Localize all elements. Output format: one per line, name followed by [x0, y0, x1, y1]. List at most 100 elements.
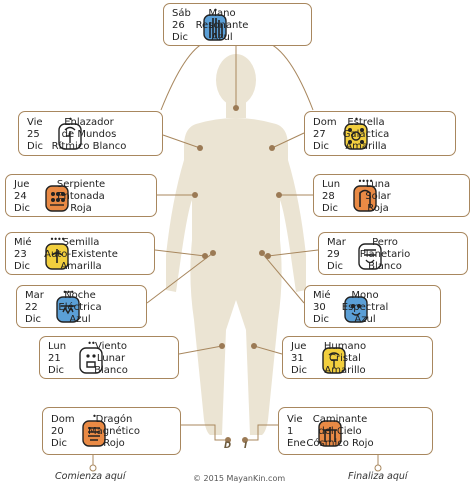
card-name-line: Cristal: [329, 352, 361, 364]
tone-dots: •: [92, 412, 97, 421]
skywalker-glyph-icon: [317, 418, 343, 448]
card-name-line: Espectral: [341, 301, 389, 313]
card-name-line: Magnético: [88, 426, 140, 437]
joint-dot: [265, 253, 271, 259]
card-name-line: Azul: [211, 31, 233, 43]
card-name-line: Amarillo: [324, 364, 366, 376]
card-date-line: Dic: [14, 202, 30, 214]
card-date-line: Dic: [291, 364, 307, 376]
joint-dot: [197, 145, 203, 151]
joint-dot: [225, 437, 231, 443]
card-name-line: Luna: [365, 178, 391, 190]
card-name-line: de Mundos: [61, 128, 117, 140]
card-name-line: Entonada: [57, 190, 105, 202]
card-date-line: 24: [14, 190, 27, 202]
card-name-line: Eléctrica: [58, 301, 102, 313]
moon-glyph-icon: [352, 183, 378, 213]
joint-dot: [202, 253, 208, 259]
card-date-line: Dic: [48, 364, 64, 376]
joint-dot: [192, 192, 198, 198]
card-date-line: Mar: [327, 236, 346, 248]
card-date-line: Ene: [287, 438, 306, 449]
end-label: Finaliza aquí: [348, 471, 408, 482]
card-date-line: Vie: [287, 414, 303, 425]
card-name-line: Semilla: [62, 236, 100, 248]
joint-dot: [259, 250, 265, 256]
tone-dots: ••••: [49, 234, 66, 244]
monkey-glyph-icon: [343, 294, 369, 324]
end-marker: [374, 464, 382, 472]
card-date-line: Dic: [25, 313, 41, 325]
card-name-line: Estrella: [347, 116, 385, 128]
card-name-line: Mano: [208, 7, 236, 19]
card-date-line: 22: [25, 301, 38, 313]
joint-dot: [210, 250, 216, 256]
dog-glyph-icon: [357, 241, 383, 271]
leg-label-right: I: [244, 441, 248, 451]
card-date-line: 21: [48, 352, 61, 364]
card-name-line: Viento: [95, 340, 127, 352]
card-date-line: Dic: [14, 260, 30, 272]
card-date-line: Dic: [51, 438, 67, 449]
head-dot: [233, 105, 239, 111]
tone-dots: •••: [62, 287, 74, 297]
card-name-line: del Cielo: [318, 426, 362, 437]
tone-dots: ••: [87, 338, 95, 348]
card-name-line: Caminante: [312, 414, 368, 425]
copyright-text: © 2015 MayanKin.com: [193, 474, 286, 483]
human-glyph-icon: [321, 345, 347, 375]
card-name-line: Resonante: [195, 19, 249, 31]
card-date-line: Lun: [48, 340, 67, 352]
joint-dot: [276, 192, 282, 198]
start-marker: [89, 464, 97, 472]
card-name-line: Amarilla: [345, 140, 387, 152]
card-date-line: 31: [291, 352, 304, 364]
skull-glyph-icon: [57, 121, 83, 151]
card-date-line: 25: [27, 128, 40, 140]
card-name-line: Azul: [69, 313, 91, 325]
tone-dots: •: [68, 114, 73, 124]
card-date-line: Dic: [327, 260, 343, 272]
serpent-glyph-icon: [44, 183, 70, 213]
card-name-line: Humano: [323, 340, 367, 352]
card-date-line: Mar: [25, 289, 44, 301]
night-glyph-icon: [55, 294, 81, 324]
card-date-line: Dic: [27, 140, 43, 152]
joint-dot: [251, 343, 257, 349]
tone-dots: •: [354, 114, 359, 124]
card-name-line: Roja: [367, 202, 389, 214]
card-date-line: Mié: [313, 289, 331, 301]
card-date-line: 26: [172, 19, 185, 31]
card-date-line: Dic: [172, 31, 188, 43]
card-date-line: 27: [313, 128, 326, 140]
card-date-line: Dic: [322, 202, 338, 214]
